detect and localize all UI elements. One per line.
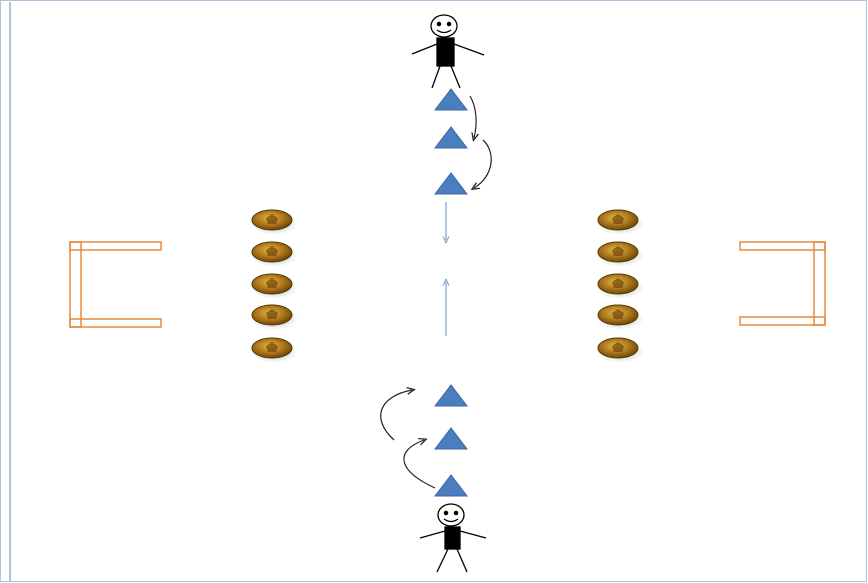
ball-icon xyxy=(250,273,298,299)
arrow-icon xyxy=(403,440,436,489)
ball-icon xyxy=(250,304,298,330)
ball-icon xyxy=(596,241,644,267)
ball-icon xyxy=(596,209,644,235)
cone-icon xyxy=(433,172,469,195)
ball-icon xyxy=(596,304,644,330)
cone-icon xyxy=(433,427,469,450)
dribble-path-top xyxy=(469,95,492,188)
player-bottom xyxy=(419,503,487,573)
ball-icon xyxy=(250,337,298,363)
ball-icon xyxy=(596,337,644,363)
ball-column-left xyxy=(250,209,298,363)
stick-figure-icon xyxy=(419,503,487,573)
cone-group-top xyxy=(433,88,469,195)
ball-icon xyxy=(596,273,644,299)
cone-icon xyxy=(433,474,469,497)
stick-figure-icon xyxy=(411,14,485,89)
cone-icon xyxy=(433,384,469,407)
cone-icon xyxy=(433,88,469,111)
dribble-path-bottom xyxy=(380,390,436,489)
cone-group-bottom xyxy=(433,384,469,497)
goal-icon xyxy=(739,241,826,326)
ball-icon xyxy=(250,209,298,235)
arrow-icon xyxy=(380,390,412,441)
goal-right xyxy=(739,241,826,326)
arrow-icon xyxy=(474,139,492,188)
goal-icon xyxy=(69,241,162,328)
arrow-icon xyxy=(469,95,476,138)
ball-column-right xyxy=(596,209,644,363)
ball-icon xyxy=(250,241,298,267)
goal-left xyxy=(69,241,162,328)
cone-icon xyxy=(433,126,469,149)
player-top xyxy=(411,14,485,89)
